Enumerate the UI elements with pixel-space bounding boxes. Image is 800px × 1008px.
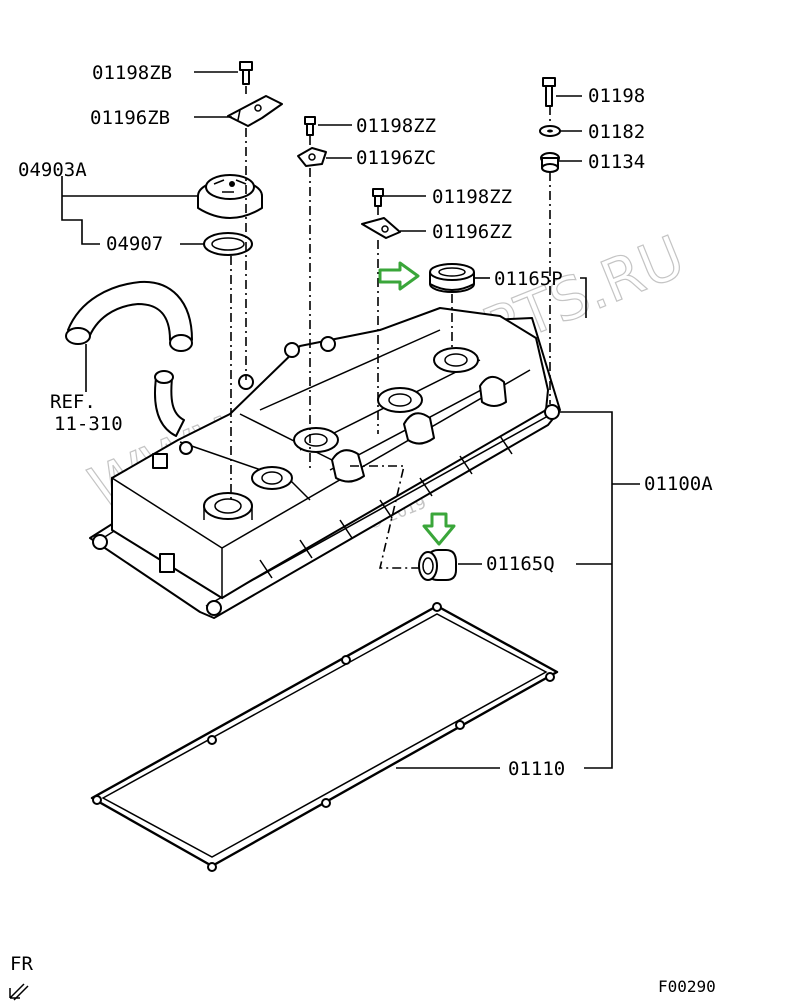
- callout-01134: 01134: [588, 151, 645, 173]
- callout-01182: 01182: [588, 121, 645, 143]
- callout-01198ZB: 01198ZB: [92, 62, 172, 84]
- alignment-lines: [230, 86, 551, 569]
- callout-01198ZZ-a: 01198ZZ: [356, 115, 436, 137]
- plug-tube-3: [293, 427, 339, 453]
- orientation-indicator: FR: [9, 953, 33, 1001]
- callout-01196ZC: 01196ZC: [356, 147, 436, 169]
- callout-01165Q: 01165Q: [486, 553, 555, 575]
- orientation-label: FR: [10, 953, 33, 975]
- breather-nozzles: [331, 375, 507, 483]
- callout-01196ZB: 01196ZB: [90, 107, 170, 129]
- figure-code: F00290: [658, 977, 716, 996]
- highlight-arrow-down-icon: [422, 512, 456, 546]
- bolt-01198[interactable]: [542, 77, 556, 107]
- callout-01110: 01110: [508, 758, 565, 780]
- rocker-cover[interactable]: [89, 307, 561, 619]
- callout-04907: 04907: [106, 233, 163, 255]
- front-arrow-icon: [9, 983, 29, 1001]
- plug-tube-5: [433, 347, 479, 373]
- callout-01198ZZ-b: 01198ZZ: [432, 186, 512, 208]
- bracket-01196ZZ[interactable]: [361, 217, 401, 239]
- plug-tube-4: [377, 387, 423, 413]
- rocker-cover-gasket[interactable]: [90, 602, 559, 872]
- bolt-01198ZZ-a[interactable]: [304, 116, 316, 136]
- plug-tube-1: [203, 492, 253, 520]
- breather-hose[interactable]: [65, 280, 193, 437]
- bracket-01196ZB[interactable]: [227, 95, 283, 127]
- seal-01165Q[interactable]: [418, 549, 457, 581]
- ref-label-line2: 11-310: [54, 413, 123, 435]
- callout-04903A: 04903A: [18, 159, 87, 181]
- callout-01100A: 01100A: [644, 473, 713, 495]
- leader-lines: [61, 71, 640, 769]
- callout-01196ZZ: 01196ZZ: [432, 221, 512, 243]
- ref-label-line1: REF.: [50, 391, 96, 413]
- callout-labels: 01198ZB 01196ZB 04903A 04907 01198ZZ 011…: [18, 62, 713, 780]
- washer-01182[interactable]: [539, 125, 561, 137]
- plug-tube-seal-01165P[interactable]: [429, 263, 475, 293]
- grommet-01134[interactable]: [540, 152, 560, 173]
- mounting-bosses: [92, 336, 560, 616]
- bracket-01196ZC[interactable]: [297, 147, 327, 167]
- callout-01198: 01198: [588, 85, 645, 107]
- oil-filler-cap[interactable]: [197, 174, 263, 219]
- highlight-arrow-right-icon: [378, 261, 420, 291]
- plug-tube-2: [251, 466, 293, 490]
- bolt-01198ZB[interactable]: [239, 61, 253, 85]
- bolt-01198ZZ-b[interactable]: [372, 188, 384, 207]
- callout-01165P: 01165P: [494, 268, 563, 290]
- filler-cap-gasket[interactable]: [203, 232, 253, 256]
